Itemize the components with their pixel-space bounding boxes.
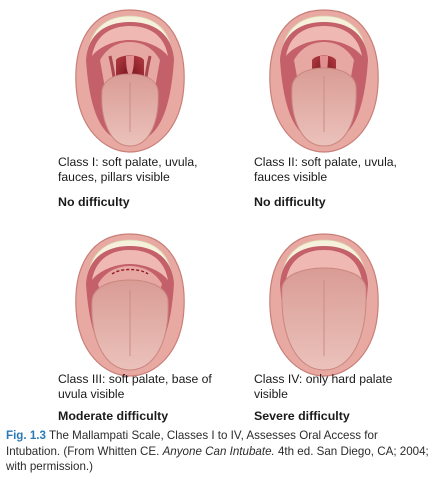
mallampati-class-4-panel: [264, 228, 432, 428]
caption-text: The Mallampati Scale, Classes I to IV, A…: [6, 429, 378, 458]
hard-palate: [92, 250, 168, 280]
class-2-description: Class II: soft palate, uvula, fauces vis…: [254, 155, 397, 184]
hard-palate: [92, 26, 168, 56]
class-3-description: Class III: soft palate, base of uvula vi…: [58, 372, 212, 401]
mallampati-class-3-panel: [70, 228, 270, 428]
class-2-difficulty: No difficulty: [254, 195, 326, 209]
uvula: [126, 56, 134, 76]
class-1-description: Class I: soft palate, uvula, fauces, pil…: [58, 155, 198, 184]
class-2-mouth-illustration: [269, 9, 379, 153]
figure-caption: Fig. 1.3 The Mallampati Scale, Classes I…: [6, 428, 430, 475]
class-3-difficulty: Moderate difficulty: [58, 409, 169, 423]
class-1-difficulty: No difficulty: [58, 195, 130, 209]
mallampati-class-2-panel: [264, 4, 432, 204]
class-4-mouth-illustration: [269, 233, 379, 377]
class-4-difficulty: Severe difficulty: [254, 409, 350, 423]
class-4-description: Class IV: only hard palate visible: [254, 372, 393, 401]
mallampati-class-1-panel: [70, 4, 270, 204]
class-1-mouth-illustration: [75, 9, 185, 153]
caption-book-title: Anyone Can Intubate.: [162, 444, 275, 458]
class-3-mouth-illustration: [75, 233, 185, 377]
hard-palate: [286, 250, 362, 280]
caption-citation: 4th ed. San Diego, CA; 2004; with permis…: [6, 444, 429, 474]
hard-palate: [286, 26, 362, 56]
figure-number: Fig. 1.3: [6, 429, 46, 442]
